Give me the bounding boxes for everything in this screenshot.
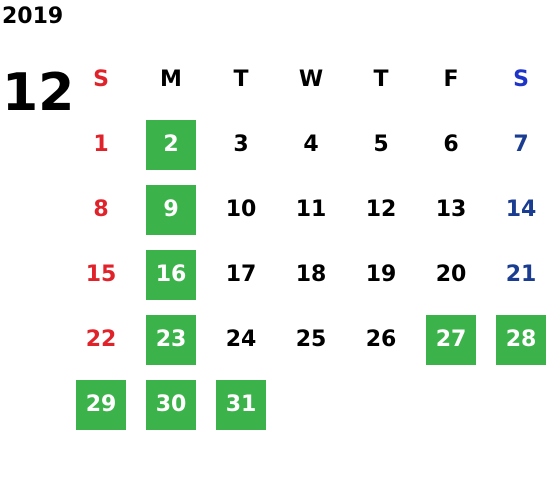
day-number: 20	[435, 262, 467, 287]
day-number: 2	[146, 119, 196, 170]
day-number: 21	[505, 262, 537, 287]
month-number: 12	[2, 63, 75, 123]
day-number: 16	[146, 249, 196, 300]
day-number: 5	[373, 132, 389, 157]
day-cell[interactable]: 29	[66, 372, 136, 437]
day-number: 23	[146, 314, 196, 365]
day-cell[interactable]: 24	[206, 307, 276, 372]
day-number	[356, 380, 406, 430]
day-number: 26	[365, 327, 397, 352]
day-number: 11	[295, 197, 327, 222]
day-number: 30	[146, 379, 196, 430]
day-number: 9	[146, 184, 196, 235]
weekday-header-wed: W	[298, 67, 324, 92]
day-cell[interactable]: 2	[136, 112, 206, 177]
day-cell[interactable]: 10	[206, 177, 276, 242]
day-cell[interactable]: 12	[346, 177, 416, 242]
day-cell[interactable]: 8	[66, 177, 136, 242]
day-number: 29	[76, 379, 126, 430]
day-number: 17	[225, 262, 257, 287]
day-number: 24	[225, 327, 257, 352]
day-cell[interactable]: 21	[486, 242, 548, 307]
weekday-header-sat: S	[513, 67, 529, 92]
day-cell[interactable]: 7	[486, 112, 548, 177]
day-cell[interactable]: 17	[206, 242, 276, 307]
day-number: 12	[365, 197, 397, 222]
empty-day-cell	[276, 372, 346, 437]
day-cell[interactable]: 11	[276, 177, 346, 242]
day-number: 4	[303, 132, 319, 157]
day-cell[interactable]: 3	[206, 112, 276, 177]
weekday-header-tue: T	[233, 67, 249, 92]
weekday-header-thu: T	[373, 67, 389, 92]
weekday-header-sun: S	[93, 67, 109, 92]
day-number: 27	[426, 314, 476, 365]
day-cell[interactable]: 28	[486, 307, 548, 372]
day-number: 25	[295, 327, 327, 352]
day-number: 3	[233, 132, 249, 157]
day-number: 19	[365, 262, 397, 287]
day-cell[interactable]: 4	[276, 112, 346, 177]
day-number: 13	[435, 197, 467, 222]
day-number: 18	[295, 262, 327, 287]
empty-day-cell	[486, 372, 548, 437]
day-cell[interactable]: 14	[486, 177, 548, 242]
day-number: 31	[216, 379, 266, 430]
year-label: 2019	[2, 4, 64, 29]
day-cell[interactable]: 20	[416, 242, 486, 307]
day-number: 22	[85, 327, 117, 352]
day-cell[interactable]: 27	[416, 307, 486, 372]
day-number: 7	[513, 132, 529, 157]
day-cell[interactable]: 19	[346, 242, 416, 307]
day-number: 15	[85, 262, 117, 287]
day-cell[interactable]: 16	[136, 242, 206, 307]
weekday-header-fri: F	[443, 67, 459, 92]
day-cell[interactable]: 15	[66, 242, 136, 307]
day-cell[interactable]: 13	[416, 177, 486, 242]
day-cell[interactable]: 9	[136, 177, 206, 242]
day-cell[interactable]: 26	[346, 307, 416, 372]
empty-day-cell	[416, 372, 486, 437]
day-number: 28	[496, 314, 546, 365]
empty-day-cell	[346, 372, 416, 437]
day-cell[interactable]: 5	[346, 112, 416, 177]
day-number	[286, 380, 336, 430]
day-number: 10	[225, 197, 257, 222]
day-cell[interactable]: 18	[276, 242, 346, 307]
day-number	[496, 380, 546, 430]
weekday-header-mon: M	[160, 67, 182, 92]
day-cell[interactable]: 6	[416, 112, 486, 177]
day-number	[426, 380, 476, 430]
day-number: 6	[443, 132, 459, 157]
day-cell[interactable]: 31	[206, 372, 276, 437]
day-cell[interactable]: 30	[136, 372, 206, 437]
day-cell[interactable]: 25	[276, 307, 346, 372]
day-cell[interactable]: 1	[66, 112, 136, 177]
day-number: 1	[93, 132, 109, 157]
day-number: 8	[93, 197, 109, 222]
day-cell[interactable]: 23	[136, 307, 206, 372]
day-number: 14	[505, 197, 537, 222]
day-cell[interactable]: 22	[66, 307, 136, 372]
